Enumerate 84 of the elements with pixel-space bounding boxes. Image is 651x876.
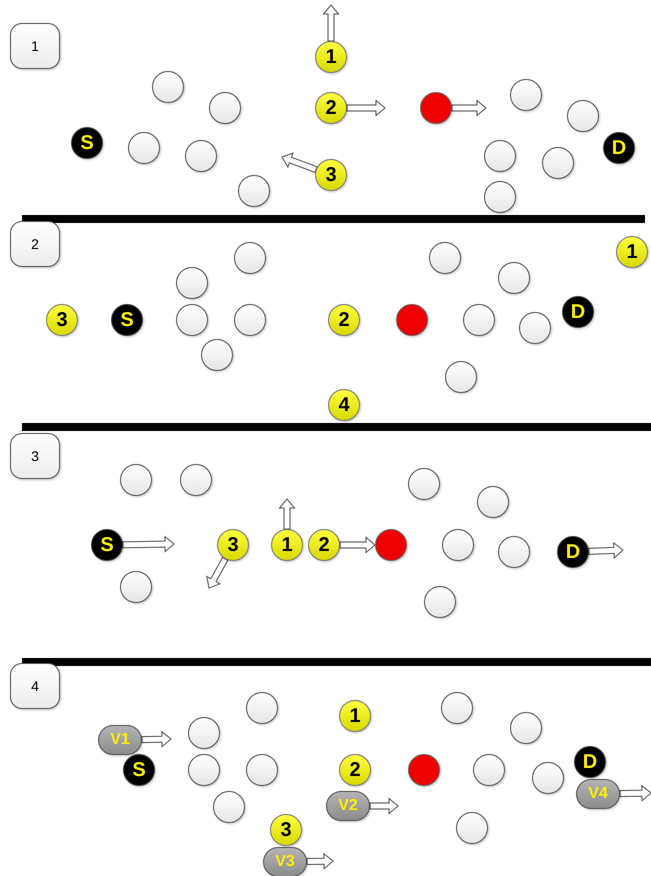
endpoint-node: S — [123, 754, 155, 786]
empty-node — [519, 312, 551, 344]
numbered-node: 3 — [46, 304, 78, 336]
empty-node — [424, 586, 456, 618]
empty-node — [532, 762, 564, 794]
empty-node — [238, 175, 270, 207]
block-arrow — [322, 4, 340, 42]
highlighted-node — [408, 754, 440, 786]
empty-node — [176, 304, 208, 336]
numbered-node: 1 — [616, 236, 648, 268]
empty-node — [201, 339, 233, 371]
tag-node: V2 — [326, 791, 370, 821]
step-card: 4 — [10, 663, 60, 709]
endpoint-node: S — [91, 529, 123, 561]
block-arrow — [346, 99, 386, 117]
empty-node — [152, 71, 184, 103]
block-arrow — [370, 797, 399, 815]
tag-node: V4 — [576, 779, 620, 809]
block-arrow — [206, 556, 228, 589]
empty-node — [188, 754, 220, 786]
empty-node — [477, 486, 509, 518]
empty-node — [408, 468, 440, 500]
block-arrow — [122, 536, 175, 553]
empty-node — [185, 140, 217, 172]
empty-node — [234, 304, 266, 336]
empty-node — [542, 147, 574, 179]
endpoint-node: D — [562, 296, 594, 328]
step-card: 3 — [10, 433, 60, 479]
empty-node — [180, 464, 212, 496]
endpoint-node: D — [557, 536, 589, 568]
block-arrow — [141, 730, 172, 748]
empty-node — [445, 361, 477, 393]
numbered-node: 2 — [339, 754, 371, 786]
block-arrow — [306, 852, 334, 870]
numbered-node: 4 — [328, 389, 360, 421]
empty-node — [429, 242, 461, 274]
block-arrow — [452, 99, 487, 117]
block-arrow — [340, 536, 376, 554]
highlighted-node — [396, 304, 428, 336]
endpoint-node: D — [603, 132, 635, 164]
endpoint-node: D — [574, 746, 606, 778]
highlighted-node — [420, 92, 452, 124]
numbered-node: 3 — [217, 529, 249, 561]
numbered-node: 3 — [270, 814, 302, 846]
empty-node — [498, 536, 530, 568]
empty-node — [176, 267, 208, 299]
numbered-node: 2 — [308, 529, 340, 561]
empty-node — [120, 571, 152, 603]
block-arrow — [278, 498, 296, 530]
empty-node — [246, 754, 278, 786]
numbered-node: 2 — [328, 304, 360, 336]
tag-node: V3 — [263, 847, 307, 876]
empty-node — [456, 812, 488, 844]
numbered-node: 2 — [315, 92, 347, 124]
empty-node — [510, 79, 542, 111]
step-card: 1 — [10, 23, 60, 69]
block-arrow — [619, 784, 651, 802]
empty-node — [209, 92, 241, 124]
empty-node — [442, 529, 474, 561]
numbered-node: 1 — [271, 529, 303, 561]
numbered-node: 3 — [315, 159, 347, 191]
numbered-node: 1 — [339, 700, 371, 732]
empty-node — [188, 717, 220, 749]
tag-node: V1 — [98, 725, 142, 755]
empty-node — [234, 242, 266, 274]
empty-node — [246, 692, 278, 724]
empty-node — [484, 140, 516, 172]
empty-node — [510, 712, 542, 744]
empty-node — [463, 304, 495, 336]
empty-node — [120, 464, 152, 496]
empty-node — [128, 132, 160, 164]
empty-node — [498, 262, 530, 294]
empty-node — [441, 692, 473, 724]
endpoint-node: S — [71, 127, 103, 159]
highlighted-node — [375, 529, 407, 561]
empty-node — [567, 100, 599, 132]
block-arrow — [588, 542, 624, 559]
empty-node — [473, 754, 505, 786]
step-card: 2 — [10, 221, 60, 267]
numbered-node: 1 — [315, 41, 347, 73]
endpoint-node: S — [111, 304, 143, 336]
block-arrow — [281, 152, 318, 173]
empty-node — [484, 181, 516, 213]
empty-node — [213, 791, 245, 823]
